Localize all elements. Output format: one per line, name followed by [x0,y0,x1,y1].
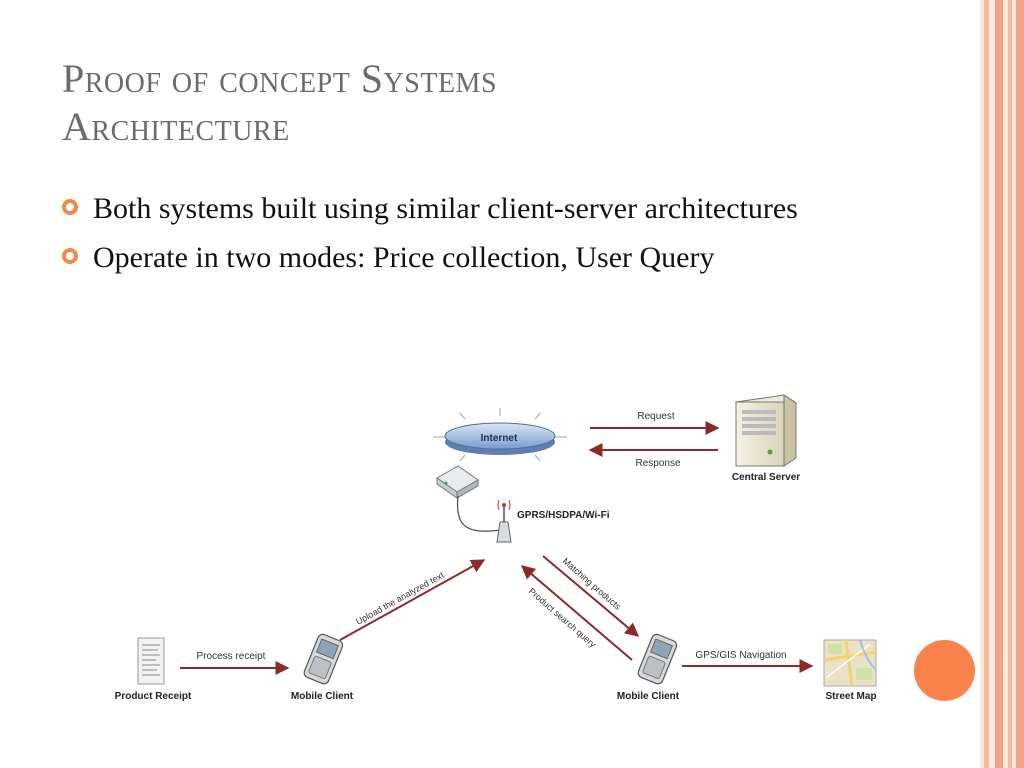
network-label: GPRS/HSDPA/Wi-Fi [517,510,610,521]
router-cable [456,495,501,532]
street-map-icon [823,639,877,687]
title-line-1: Proof of concept Systems [62,56,498,101]
bullet-text: Operate in two modes: Price collection, … [93,241,715,274]
mobile-phone-icon [637,633,678,685]
mobile-phone-icon [303,633,344,685]
title-line-2: Architecture [62,104,290,149]
request-label: Request [637,411,674,422]
bullet-item: Operate in two modes: Price collection, … [62,237,842,278]
product-receipt-label: Product Receipt [115,691,192,702]
mobile-client-left-label: Mobile Client [291,691,354,702]
bullet-circle-icon [62,199,78,215]
search-label: Product search query [527,586,598,650]
process-receipt-label: Process receipt [197,651,266,662]
central-server-label: Central Server [732,472,800,483]
gps-label: GPS/GIS Navigation [695,650,786,661]
antenna-icon [496,499,512,543]
receipt-icon [137,637,165,685]
slide-border [980,0,1024,768]
bullet-text: Both systems built using similar client-… [93,192,798,225]
response-label: Response [635,458,680,469]
matching-label: Matching products [561,556,623,612]
decorative-circle [914,640,975,701]
matching-arrow [542,555,640,637]
slide-title: Proof of concept Systems Architecture [62,55,762,151]
search-arrow [520,565,633,661]
bullet-circle-icon [62,248,78,264]
upload-arrow [339,559,486,641]
internet-icon [433,408,567,462]
bullet-item: Both systems built using similar client-… [62,188,842,229]
street-map-label: Street Map [825,691,876,702]
architecture-diagram: Internet Request Response Central Server… [115,394,877,702]
upload-label: Upload the analyzed text [354,570,446,627]
server-icon [734,394,798,467]
internet-label: Internet [481,433,518,444]
bullet-list: Both systems built using similar client-… [62,188,842,286]
router-icon [436,465,479,499]
mobile-client-right-label: Mobile Client [617,691,680,702]
